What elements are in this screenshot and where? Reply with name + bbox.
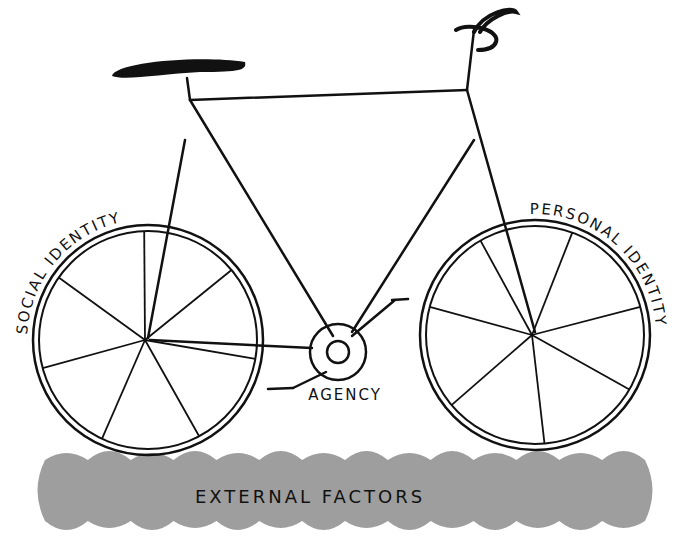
spoke	[43, 340, 145, 368]
saddle	[112, 59, 245, 78]
handlebar	[456, 10, 516, 50]
spoke	[145, 270, 231, 340]
down-tube	[352, 140, 474, 332]
spoke	[452, 335, 532, 405]
seat-post	[187, 78, 190, 100]
spoke	[145, 340, 199, 436]
spoke	[59, 277, 145, 340]
spoke	[532, 233, 572, 335]
wheel-label: PERSONAL IDENTITY	[530, 200, 670, 328]
rim	[426, 226, 644, 444]
spoke	[143, 231, 146, 340]
stem	[467, 30, 474, 90]
spoke	[532, 307, 640, 335]
spoke	[481, 241, 533, 335]
wheel-label: SOCIAL IDENTITY	[13, 208, 123, 335]
tyre	[33, 225, 263, 455]
pedal	[392, 299, 408, 300]
cloud-fill	[38, 451, 653, 530]
crank-arm	[352, 300, 395, 336]
seat-tube	[190, 100, 333, 336]
wheel: SOCIAL IDENTITY	[3, 195, 293, 485]
chainring	[310, 324, 366, 380]
spoke	[430, 307, 532, 335]
fork	[467, 90, 535, 332]
part-label: AGENCY	[308, 386, 382, 404]
spoke	[145, 340, 255, 359]
wheel: PERSONAL IDENTITY	[390, 190, 680, 480]
frame-tubes	[148, 30, 535, 389]
seat-stay	[148, 140, 185, 338]
chain-stay	[150, 340, 312, 348]
spoke	[532, 335, 545, 444]
rim	[39, 231, 257, 449]
wheel-outline: SOCIAL IDENTITY	[3, 195, 293, 485]
spoke	[532, 335, 629, 390]
top-tube	[190, 90, 467, 100]
wheel-outline: PERSONAL IDENTITY	[390, 190, 680, 480]
chainring-hub	[327, 341, 349, 363]
band-label: EXTERNAL FACTORS	[195, 486, 425, 507]
tyre	[420, 220, 650, 450]
pedal	[268, 388, 293, 389]
spoke	[102, 340, 145, 439]
